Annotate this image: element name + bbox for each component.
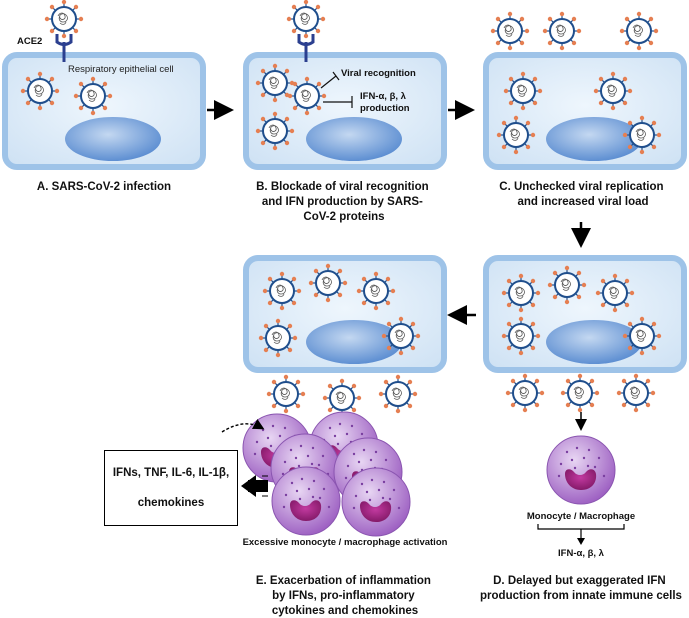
cytokine-output-line-1: IFNs, TNF, IL-6, IL-1β, <box>112 467 230 479</box>
monocyte-bracket <box>537 524 625 540</box>
virus-icon <box>265 373 307 415</box>
virus-icon <box>380 315 422 357</box>
virus-icon <box>500 315 542 357</box>
panel-b: Viral recognition IFN-α, β, λ production… <box>246 0 444 223</box>
virus-icon <box>285 0 327 40</box>
epithelial-cell-label: Respiratory epithelial cell <box>68 64 174 75</box>
virus-icon <box>286 75 328 117</box>
caption-b: B. Blockade of viral recognition and IFN… <box>256 181 432 223</box>
virus-icon <box>257 317 299 359</box>
virus-icon <box>559 372 601 414</box>
feedback-dashed-arrow <box>221 419 265 433</box>
caption-a: A. SARS-CoV-2 infection <box>37 181 171 193</box>
cytokine-release-arrow <box>241 475 268 497</box>
virus-icon <box>355 270 397 312</box>
virus-icon <box>254 110 296 152</box>
monocyte-macrophage-label: Monocyte / Macrophage <box>527 511 635 522</box>
virus-icon <box>500 272 542 314</box>
virus-icon <box>261 270 303 312</box>
panel-c: C. Unchecked viral replication and incre… <box>486 10 684 208</box>
virus-icon <box>495 114 537 156</box>
virus-icon <box>541 10 583 52</box>
caption-e: E. Exacerbation of inflammation by IFNs,… <box>256 575 434 617</box>
panel-e: Excessive monocyte / macrophage activati… <box>221 258 448 617</box>
virus-icon <box>504 372 546 414</box>
virus-icon <box>307 262 349 304</box>
monocyte-icon <box>546 435 616 505</box>
panel-d: Monocyte / Macrophage IFN-α, β, λ D. Del… <box>480 258 684 602</box>
virus-icon <box>321 377 363 419</box>
virus-icon <box>594 272 636 314</box>
monocyte-icon <box>341 467 411 537</box>
caption-c: C. Unchecked viral replication and incre… <box>499 181 666 208</box>
virus-icon <box>546 264 588 306</box>
caption-d: D. Delayed but exaggerated IFN productio… <box>480 575 682 602</box>
epithelial-cell-d <box>486 258 684 370</box>
inhibition-viral-recognition <box>320 71 340 89</box>
virus-icon <box>43 0 85 40</box>
virus-icon <box>592 70 634 112</box>
cytokine-output-line-2: chemokines <box>137 497 205 509</box>
virus-icon <box>489 10 531 52</box>
virus-icon <box>618 10 660 52</box>
virus-icon <box>621 315 663 357</box>
ifn-output-label: IFN-α, β, λ <box>558 548 605 559</box>
inhibition-ifn-production <box>323 96 353 108</box>
virus-icon <box>72 75 114 117</box>
viral-recognition-label: Viral recognition <box>341 68 416 79</box>
ace2-receptor-icon <box>55 34 73 62</box>
ifn-production-label-2: production <box>360 103 410 114</box>
cytokine-output-box: IFNs, TNF, IL-6, IL-1β, chemokines <box>104 450 238 526</box>
virus-icon <box>377 373 419 415</box>
ace2-receptor-icon <box>297 34 315 62</box>
ace2-label: ACE2 <box>17 36 42 47</box>
virus-icon <box>621 114 663 156</box>
monocyte-icon <box>271 466 341 536</box>
panel-a: ACE2 Respiratory epithelial cell A. SARS… <box>5 0 203 193</box>
excessive-activation-label: Excessive monocyte / macrophage activati… <box>243 537 448 548</box>
virus-icon <box>615 372 657 414</box>
virus-icon <box>502 70 544 112</box>
virus-icon <box>19 70 61 112</box>
ifn-production-label-1: IFN-α, β, λ <box>360 91 407 102</box>
epithelial-cell-e <box>246 258 444 370</box>
